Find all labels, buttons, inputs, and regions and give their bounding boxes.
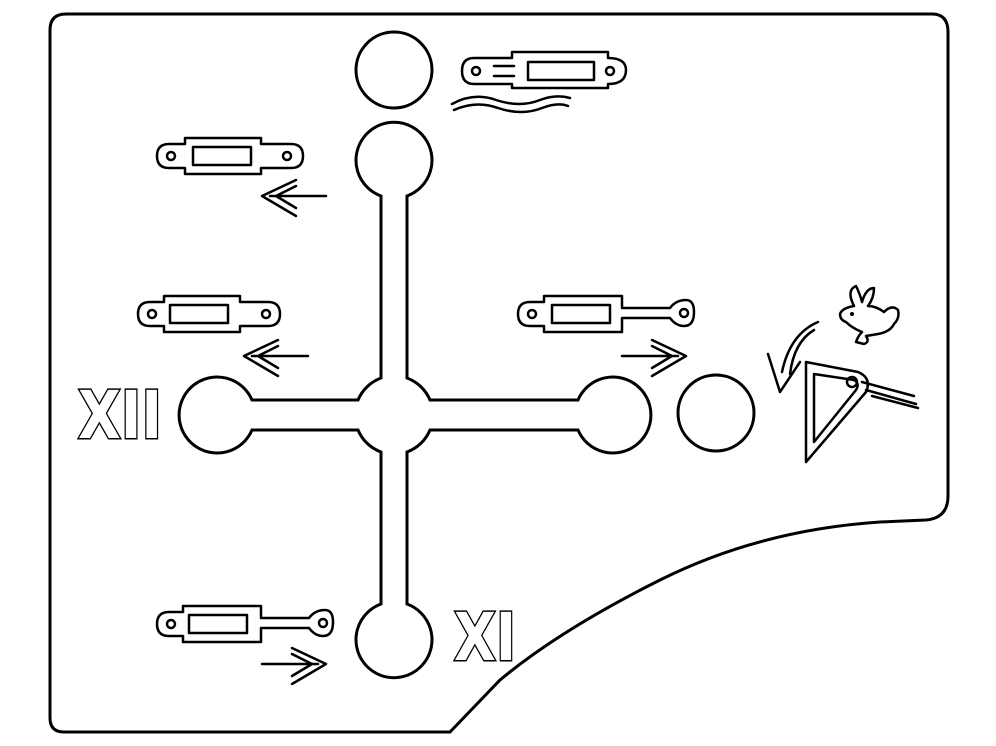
- cylinder-icon: [155, 604, 335, 644]
- cylinder-icon: [155, 136, 305, 176]
- curved-arrow-icon: [766, 320, 820, 394]
- gear-label-left: XII: [78, 377, 162, 454]
- gate-hole-right: [676, 373, 756, 453]
- shift-gate: [177, 120, 653, 680]
- cylinder-icon: [460, 50, 628, 90]
- arrow-right-icon: [260, 646, 328, 686]
- arrow-right-icon: [620, 338, 688, 378]
- rabbit-icon: [838, 284, 900, 346]
- arrow-left-icon: [242, 338, 310, 378]
- plate-outline: [48, 12, 950, 734]
- bucket-icon: [804, 360, 920, 464]
- cylinder-icon: [136, 294, 282, 334]
- cylinder-icon: [516, 294, 696, 334]
- gate-channel: [177, 120, 653, 680]
- gear-label-bottom: XI: [454, 599, 516, 676]
- gate-hole-top: [354, 30, 434, 110]
- arrow-left-icon: [260, 178, 328, 218]
- wave-icon: [450, 95, 572, 114]
